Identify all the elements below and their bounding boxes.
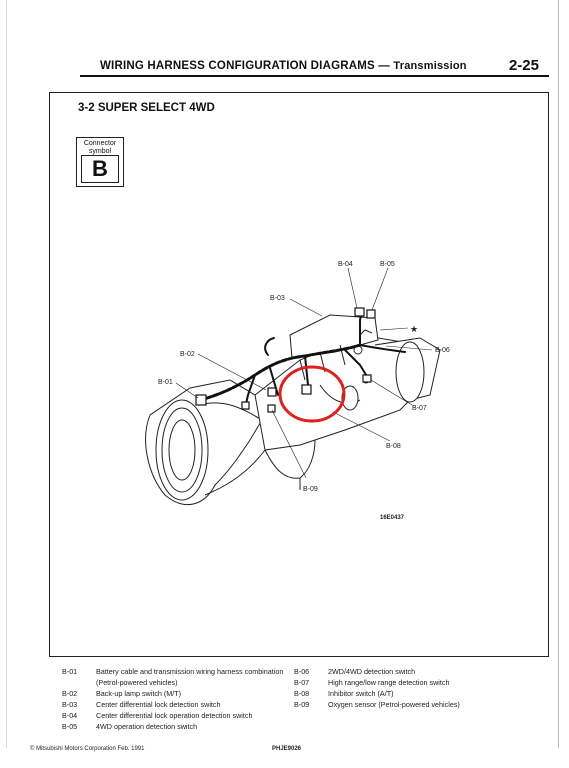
- star-marker: ★: [410, 324, 418, 334]
- callout-b04: B-04: [338, 261, 353, 268]
- footer-code: PHJE9026: [272, 746, 302, 752]
- header-subtitle: Transmission: [393, 60, 467, 72]
- callout-b05: B-05: [380, 261, 395, 268]
- figure-code: 16E0437: [380, 515, 405, 521]
- header-rule: [80, 75, 549, 77]
- callout-b06: B-06: [435, 347, 450, 354]
- callout-b01: B-01: [158, 379, 173, 386]
- wiring-harness: [195, 307, 406, 413]
- header-title-text: WIRING HARNESS CONFIGURATION DIAGRAMS: [100, 60, 375, 72]
- callout-b07: B-07: [412, 405, 427, 412]
- section-title: 3-2 SUPER SELECT 4WD: [78, 102, 215, 114]
- leader-lines: [175, 267, 433, 479]
- header-title: WIRING HARNESS CONFIGURATION DIAGRAMS — …: [100, 60, 467, 72]
- callout-b09: B-09: [303, 486, 318, 493]
- footer-copyright: © Mitsubishi Motors Corporation Feb. 199…: [30, 746, 145, 752]
- callout-b03: B-03: [270, 295, 285, 302]
- callout-b02: B-02: [180, 351, 195, 358]
- diagram-frame: [49, 92, 549, 657]
- page-number: 2-25: [508, 57, 539, 74]
- connector-symbol-label: Connector symbol: [83, 140, 117, 155]
- highlight-circle: [278, 365, 346, 423]
- connector-symbol-letter: B: [81, 155, 119, 183]
- callout-b08: B-08: [386, 443, 401, 450]
- transmission-body: [145, 314, 441, 505]
- header-dash: —: [378, 60, 390, 72]
- page-border: [6, 0, 559, 748]
- connector-symbol-box: Connector symbol B: [76, 137, 124, 187]
- callout-labels: B-01 B-02 B-03 B-04 B-05 B-06 B-07 B-08 …: [158, 261, 450, 521]
